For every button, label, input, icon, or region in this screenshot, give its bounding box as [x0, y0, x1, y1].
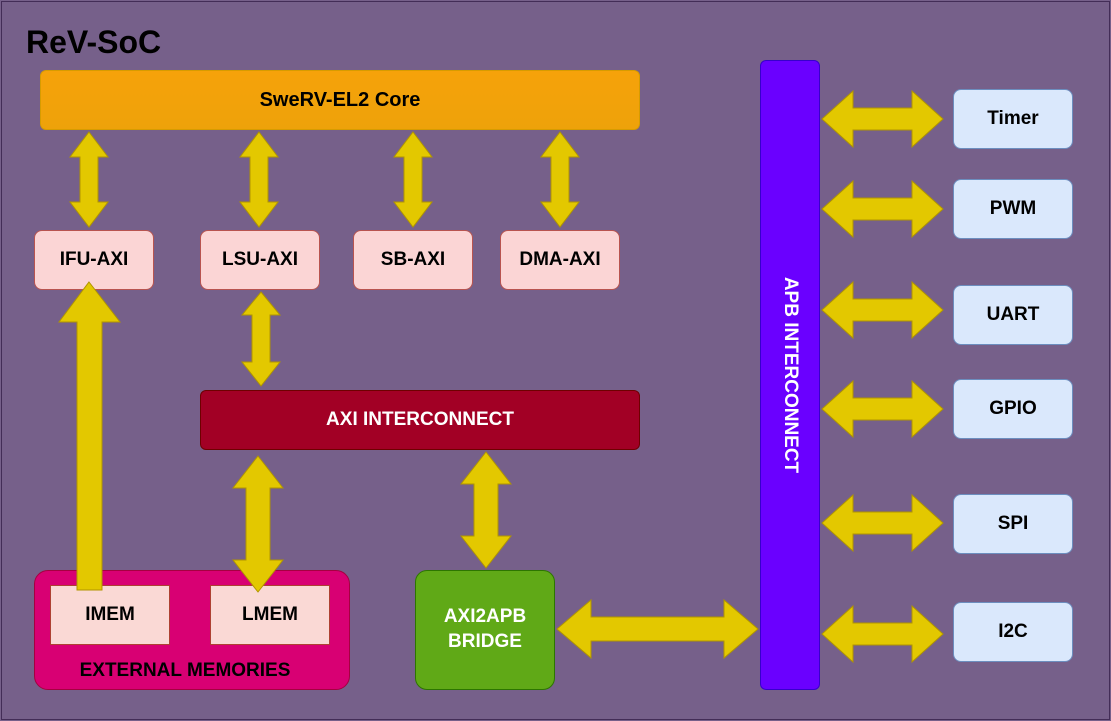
diagram-title: ReV-SoC — [26, 24, 162, 60]
core-lsu-arrow — [238, 131, 280, 228]
apb-uart-arrow — [821, 280, 944, 340]
ifu-axi-block: IFU-AXI — [34, 230, 154, 290]
pwm-block: PWM — [953, 179, 1073, 239]
imem-block: IMEM — [50, 585, 170, 645]
i2c-block: I2C — [953, 602, 1073, 662]
bridge-apb-arrow — [556, 598, 759, 660]
apb-i2c-arrow — [821, 604, 944, 664]
axi-lmem-arrow — [231, 455, 285, 593]
lsu-axi-block: LSU-AXI — [200, 230, 320, 290]
uart-block: UART — [953, 285, 1073, 345]
gpio-block: GPIO — [953, 379, 1073, 439]
imem-ifu-arrow — [58, 281, 122, 591]
bridge-label-line2: BRIDGE — [448, 631, 522, 652]
apb-gpio-arrow — [821, 379, 944, 439]
core-dma-arrow — [539, 131, 581, 228]
timer-block: Timer — [953, 89, 1073, 149]
lmem-block: LMEM — [210, 585, 330, 645]
spi-block: SPI — [953, 494, 1073, 554]
core-ifu-arrow — [68, 131, 110, 228]
apb-spi-arrow — [821, 493, 944, 553]
swerv-core-block: SweRV-EL2 Core — [40, 70, 640, 130]
axi-interconnect-block: AXI INTERCONNECT — [200, 390, 640, 450]
axi2apb-bridge-block: AXI2APB BRIDGE — [415, 570, 555, 690]
core-sb-arrow — [392, 131, 434, 228]
apb-interconnect-block: APB INTERCONNECT — [760, 60, 820, 690]
external-memories-label: EXTERNAL MEMORIES — [79, 660, 291, 681]
apb-timer-arrow — [821, 89, 944, 149]
bridge-label-line1: AXI2APB — [443, 606, 527, 628]
lsu-axi-interconnect-arrow — [240, 291, 282, 387]
axi-bridge-arrow — [459, 451, 513, 569]
apb-pwm-arrow — [821, 179, 944, 239]
dma-axi-block: DMA-AXI — [500, 230, 620, 290]
sb-axi-block: SB-AXI — [353, 230, 473, 290]
